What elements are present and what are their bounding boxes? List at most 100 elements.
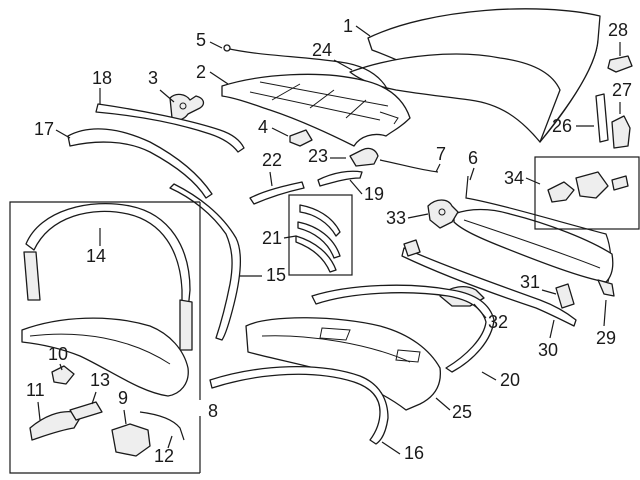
- leader-2: [209, 71, 229, 85]
- leader-25: [435, 397, 451, 411]
- part-19-seal: [317, 170, 363, 187]
- leader-33: [407, 213, 429, 219]
- callout-24: 24: [312, 40, 332, 60]
- callout-19: 19: [364, 184, 384, 204]
- callout-23: 23: [308, 146, 328, 166]
- part-25-tonneau: [245, 317, 442, 411]
- part-2-rib3: [271, 83, 367, 119]
- part-18-seal: [95, 103, 245, 153]
- callout-4: 4: [258, 117, 268, 137]
- leader-30: [549, 319, 555, 339]
- part-2-rib: [249, 91, 381, 121]
- leader-1: [355, 25, 371, 37]
- part-33-hole: [438, 208, 446, 216]
- part-9-hinge: [111, 423, 151, 457]
- part-4-bracket: [289, 129, 313, 147]
- callout-30: 30: [538, 340, 558, 360]
- part-34-box: [534, 156, 640, 230]
- leader-9: [123, 409, 127, 425]
- part-34-clip: [547, 181, 575, 203]
- callout-11: 11: [26, 380, 45, 400]
- part-14-right-leg: [179, 299, 193, 351]
- part-30-rear-rail: [401, 247, 577, 327]
- leader-3: [159, 89, 175, 103]
- part-2-hatch: [379, 111, 399, 125]
- callout-1: 1: [343, 16, 353, 36]
- part-26-strip: [595, 93, 609, 143]
- part-7-rod: [379, 159, 439, 173]
- part-20-rear-seal: [311, 284, 495, 373]
- callout-27: 27: [612, 80, 632, 100]
- part-29-rear-panel: [453, 208, 614, 283]
- part-8-inner: [29, 333, 171, 365]
- callout-31: 31: [520, 272, 540, 292]
- part-24-headliner: [349, 53, 561, 143]
- leader-7: [435, 163, 441, 173]
- callout-6: 6: [468, 148, 478, 168]
- part-1-edge-line: [539, 39, 599, 143]
- part-5-cable: [224, 47, 397, 113]
- part-31-bracket: [555, 283, 575, 309]
- callout-2: 2: [196, 62, 206, 82]
- part-30-bracket: [403, 239, 421, 257]
- part-28-fastener: [607, 55, 633, 73]
- callout-15: 15: [266, 265, 286, 285]
- part-21-seal-b: [297, 221, 341, 259]
- part-2-rib2: [259, 81, 389, 107]
- callout-12: 12: [154, 446, 174, 466]
- part-34-block: [575, 171, 609, 199]
- callouts: 1 2 3 4 5 6 7 8 9 10 11 12 13 14 15 16 1…: [26, 16, 632, 466]
- leader-19: [349, 179, 363, 195]
- callout-17: 17: [34, 119, 54, 139]
- part-25-crease: [261, 335, 411, 363]
- callout-20: 20: [500, 370, 520, 390]
- callout-5: 5: [196, 30, 206, 50]
- callout-7: 7: [436, 144, 446, 164]
- callout-34: 34: [504, 168, 524, 188]
- leader-31: [541, 289, 557, 295]
- part-8-lower-assembly: [21, 317, 189, 397]
- leader-11: [37, 401, 41, 421]
- leader-17: [55, 129, 71, 139]
- part-13-plate: [69, 401, 103, 421]
- part-21-seal-c: [295, 235, 337, 273]
- callout-25: 25: [452, 402, 472, 422]
- leader-22: [269, 171, 273, 187]
- callout-32: 32: [488, 312, 508, 332]
- callout-21: 21: [262, 228, 282, 248]
- part-15-pillar-seal: [169, 183, 242, 341]
- callout-3: 3: [148, 68, 158, 88]
- part-21-box: [288, 194, 353, 276]
- part-29-flap: [597, 279, 615, 297]
- callout-18: 18: [92, 68, 112, 88]
- part-14-left-leg: [23, 251, 41, 301]
- leader-4: [271, 127, 289, 137]
- callout-8: 8: [208, 401, 218, 421]
- leader-29: [603, 299, 607, 327]
- callout-29: 29: [596, 328, 616, 348]
- callout-9: 9: [118, 388, 128, 408]
- part-22-seal: [249, 181, 305, 205]
- callout-28: 28: [608, 20, 628, 40]
- leader-5: [209, 41, 223, 49]
- leader-21: [283, 235, 297, 239]
- part-34-screw: [611, 175, 629, 191]
- part-23-hinge: [349, 147, 379, 167]
- leader-34: [525, 177, 541, 185]
- part-29-inner: [463, 219, 601, 269]
- leader-24: [333, 59, 353, 71]
- part-2-front-bow: [221, 73, 411, 147]
- callout-26: 26: [552, 116, 572, 136]
- callout-13: 13: [90, 370, 110, 390]
- callout-33: 33: [386, 208, 406, 228]
- leader-20: [481, 371, 497, 381]
- part-27-clip: [611, 115, 631, 149]
- part-10-bracket: [51, 365, 75, 385]
- part-3-hole: [179, 102, 187, 110]
- callout-22: 22: [262, 150, 282, 170]
- callout-16: 16: [404, 443, 424, 463]
- leader-12: [167, 435, 173, 449]
- callout-14: 14: [86, 246, 106, 266]
